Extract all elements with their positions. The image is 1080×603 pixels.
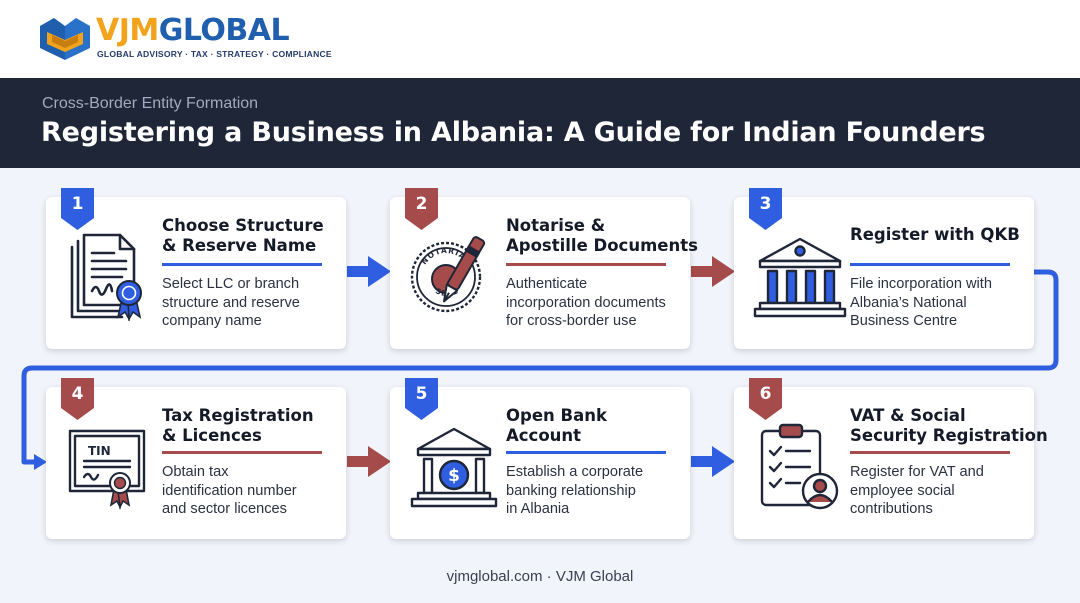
- notarial-seal-pen-icon: NOTARIAL SEAL: [410, 236, 486, 313]
- step-divider: [506, 451, 666, 454]
- step-badge-1: 1: [61, 188, 94, 230]
- clipboard-checklist-person-icon: [760, 423, 839, 510]
- step-badge-6: 6: [749, 378, 782, 420]
- brand-name-part1: VJM: [96, 13, 159, 48]
- step-number: 3: [759, 194, 772, 214]
- step-divider: [850, 263, 1010, 266]
- step-number: 4: [71, 384, 84, 404]
- arrow-1-to-2: [347, 256, 391, 287]
- step-number: 2: [415, 194, 428, 214]
- step-badge-4: 4: [61, 378, 94, 420]
- document-seal-icon: [70, 233, 142, 321]
- step-title: VAT & Social Security Registration: [850, 406, 1048, 445]
- page-title: Registering a Business in Albania: A Gui…: [41, 117, 986, 148]
- certificate-label: TIN: [88, 444, 111, 458]
- brand-tagline: GLOBAL ADVISORY · TAX · STRATEGY · COMPL…: [97, 49, 332, 59]
- step-title: Choose Structure & Reserve Name: [162, 216, 324, 255]
- government-building-icon: [753, 237, 847, 318]
- step-description: Obtain tax identification number and sec…: [162, 464, 297, 517]
- brand-name-part2: GLOBAL: [158, 13, 290, 48]
- step-description: Register for VAT and employee social con…: [850, 464, 984, 517]
- step-number: 6: [759, 384, 772, 404]
- step-card-4: 4 TIN Tax Registration & Licences Obtain…: [46, 378, 346, 539]
- step-card-5: 5 $ Open Bank Account Establish a corpor…: [390, 378, 690, 539]
- step-badge-2: 2: [405, 188, 438, 230]
- step-description: File incorporation with Albania’s Nation…: [850, 276, 992, 329]
- eyebrow-text: Cross-Border Entity Formation: [42, 95, 259, 112]
- title-band: Cross-Border Entity Formation Registerin…: [0, 78, 1080, 168]
- step-badge-5: 5: [405, 378, 438, 420]
- step-number: 1: [71, 194, 84, 214]
- bank-dollar-icon: $: [410, 427, 498, 508]
- step-card-3: 3 Register with QKB File incorporation w…: [734, 188, 1034, 349]
- step-title: Tax Registration & Licences: [162, 406, 314, 445]
- step-divider: [162, 263, 322, 266]
- connector-row-wrap: [21, 269, 1059, 465]
- brand-header: VJMGLOBAL GLOBAL ADVISORY · TAX · STRATE…: [0, 0, 1080, 78]
- step-title: Open Bank Account: [506, 406, 607, 445]
- step-divider: [506, 263, 666, 266]
- step-badge-3: 3: [749, 188, 782, 230]
- step-divider: [162, 451, 322, 454]
- step-description: Select LLC or branch structure and reser…: [162, 276, 300, 329]
- arrow-2-to-3: [691, 256, 735, 287]
- arrow-4-to-5: [347, 446, 391, 477]
- dollar-glyph: $: [448, 466, 460, 486]
- step-description: Establish a corporate banking relationsh…: [506, 464, 644, 517]
- step-title: Register with QKB: [850, 225, 1020, 244]
- step-card-6: 6 VAT & Social Security Registration Reg…: [734, 378, 1048, 539]
- step-description: Authenticate incorporation documents for…: [506, 276, 666, 329]
- footer-text[interactable]: vjmglobal.com · VJM Global: [446, 568, 634, 585]
- step-title: Notarise & Apostille Documents: [506, 216, 698, 255]
- arrow-5-to-6: [691, 446, 735, 477]
- step-card-2: 2 NOTARIAL SEAL Notarise & Apostille Doc…: [390, 188, 698, 349]
- step-divider: [850, 451, 1010, 454]
- connector-row-wrap-head: [34, 454, 47, 470]
- brand-wordmark: VJMGLOBAL: [96, 13, 290, 48]
- step-card-1: 1 Choose Structure & Reserve Name Select…: [46, 188, 346, 349]
- step-number: 5: [415, 384, 428, 404]
- tin-certificate-icon: TIN: [68, 429, 146, 510]
- logo-cube-icon: [40, 18, 90, 60]
